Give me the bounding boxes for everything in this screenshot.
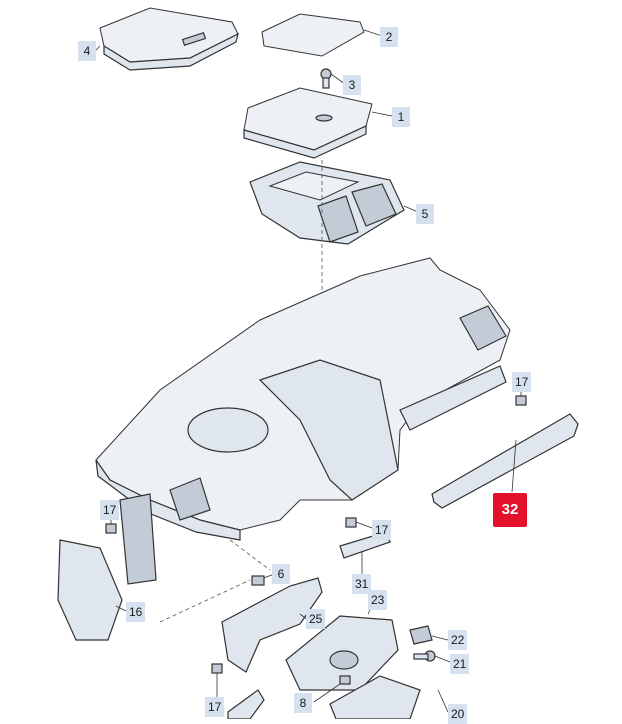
callout-2[interactable]: 2: [380, 27, 398, 47]
part-4-cover[interactable]: [93, 7, 239, 71]
alignment-line: [229, 539, 271, 571]
callout-17-center[interactable]: 17: [372, 520, 392, 540]
part-16-end-cap[interactable]: [57, 493, 157, 641]
part-3-screw[interactable]: [320, 68, 346, 89]
part-32-trim-strip[interactable]: [431, 413, 579, 509]
part-5-vent-housing[interactable]: [249, 161, 419, 245]
part-17-clip-center[interactable]: [345, 517, 373, 529]
part-2-mat[interactable]: [261, 13, 383, 57]
callout-17-right[interactable]: 17: [512, 372, 532, 392]
part-22-bracket[interactable]: [409, 625, 449, 645]
callout-17-left[interactable]: 17: [100, 500, 120, 520]
callout-21[interactable]: 21: [450, 654, 470, 674]
callout-32-highlighted[interactable]: 32: [493, 493, 527, 527]
part-23-column-shroud[interactable]: [285, 605, 399, 691]
callout-4[interactable]: 4: [78, 41, 96, 61]
part-6-clip[interactable]: [251, 573, 275, 586]
part-20-lower-shroud[interactable]: [329, 675, 449, 719]
callout-23[interactable]: 23: [368, 590, 388, 610]
callout-20[interactable]: 20: [448, 704, 468, 724]
part-21-screw[interactable]: [413, 650, 451, 663]
callout-6[interactable]: 6: [272, 564, 290, 584]
callout-1[interactable]: 1: [392, 107, 410, 127]
part-17-clip-bottom[interactable]: [211, 663, 223, 698]
callout-8[interactable]: 8: [294, 693, 312, 713]
callout-3[interactable]: 3: [343, 75, 361, 95]
part-lower-left-trim[interactable]: [227, 689, 265, 719]
callout-22[interactable]: 22: [448, 630, 468, 650]
callout-31[interactable]: 31: [352, 574, 372, 594]
alignment-line: [159, 579, 251, 623]
callout-5[interactable]: 5: [416, 204, 434, 224]
dashboard-panel[interactable]: [95, 257, 511, 541]
callout-17-bottom[interactable]: 17: [205, 697, 225, 717]
part-1-tray[interactable]: [243, 87, 393, 159]
part-8-clip[interactable]: [313, 675, 351, 703]
callout-16[interactable]: 16: [126, 602, 146, 622]
callout-25[interactable]: 25: [306, 609, 326, 629]
